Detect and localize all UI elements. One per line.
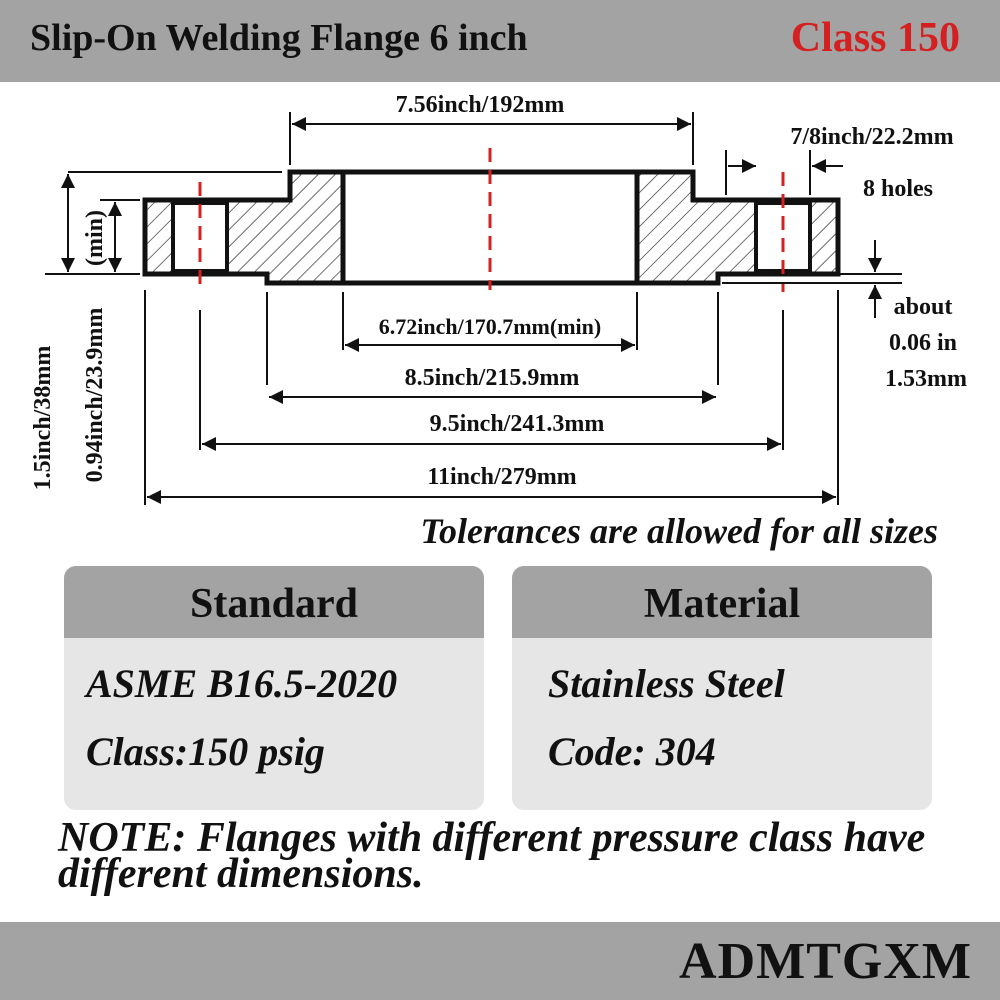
center-lines [198,148,785,292]
footer-bar: ADMTGXM [0,922,1000,1000]
material-line1: Stainless Steel [548,661,785,706]
material-line2: Code: 304 [548,729,716,774]
standard-line1: ASME B16.5-2020 [86,661,398,706]
dim-face-line1: about [894,294,953,320]
flange-drawing: 7.56inch/192mm 7/8inch/22.2mm 8 holes 6.… [30,92,967,505]
material-card: Material Stainless Steel Code: 304 [512,566,932,810]
header-bar: Slip-On Welding Flange 6 inch Class 150 [0,0,1000,82]
dim-bolt-circle: 9.5inch/241.3mm [430,411,605,437]
standard-heading: Standard [64,566,484,638]
extension-lines [45,112,902,505]
standard-line2: Class:150 psig [86,729,325,774]
dim-hole-dia: 7/8inch/22.2mm [790,124,953,150]
dim-min-note: (min) [82,210,108,266]
dim-total-height: 1.5inch/38mm [30,346,56,491]
dim-hub-top: 7.56inch/192mm [396,92,565,118]
dim-face-line3: 1.53mm [885,366,967,392]
dim-raised-face: 8.5inch/215.9mm [405,365,580,391]
dim-holes: 8 holes [863,176,933,202]
note-text: NOTE: Flanges with different pressure cl… [58,815,926,897]
brand-name: ADMTGXM [679,933,972,990]
dim-outer: 11inch/279mm [427,464,576,490]
tolerance-note: Tolerances are allowed for all sizes [420,511,938,551]
dim-flange-thickness: 0.94inch/23.9mm [82,308,108,483]
dim-face-line2: 0.06 in [889,330,957,356]
page-title: Slip-On Welding Flange 6 inch [30,17,528,59]
standard-card: Standard ASME B16.5-2020 Class:150 psig [64,566,484,810]
class-label: Class 150 [790,15,960,61]
dimension-arrows [61,117,882,504]
dim-bore: 6.72inch/170.7mm(min) [379,314,601,339]
material-heading: Material [512,566,932,638]
